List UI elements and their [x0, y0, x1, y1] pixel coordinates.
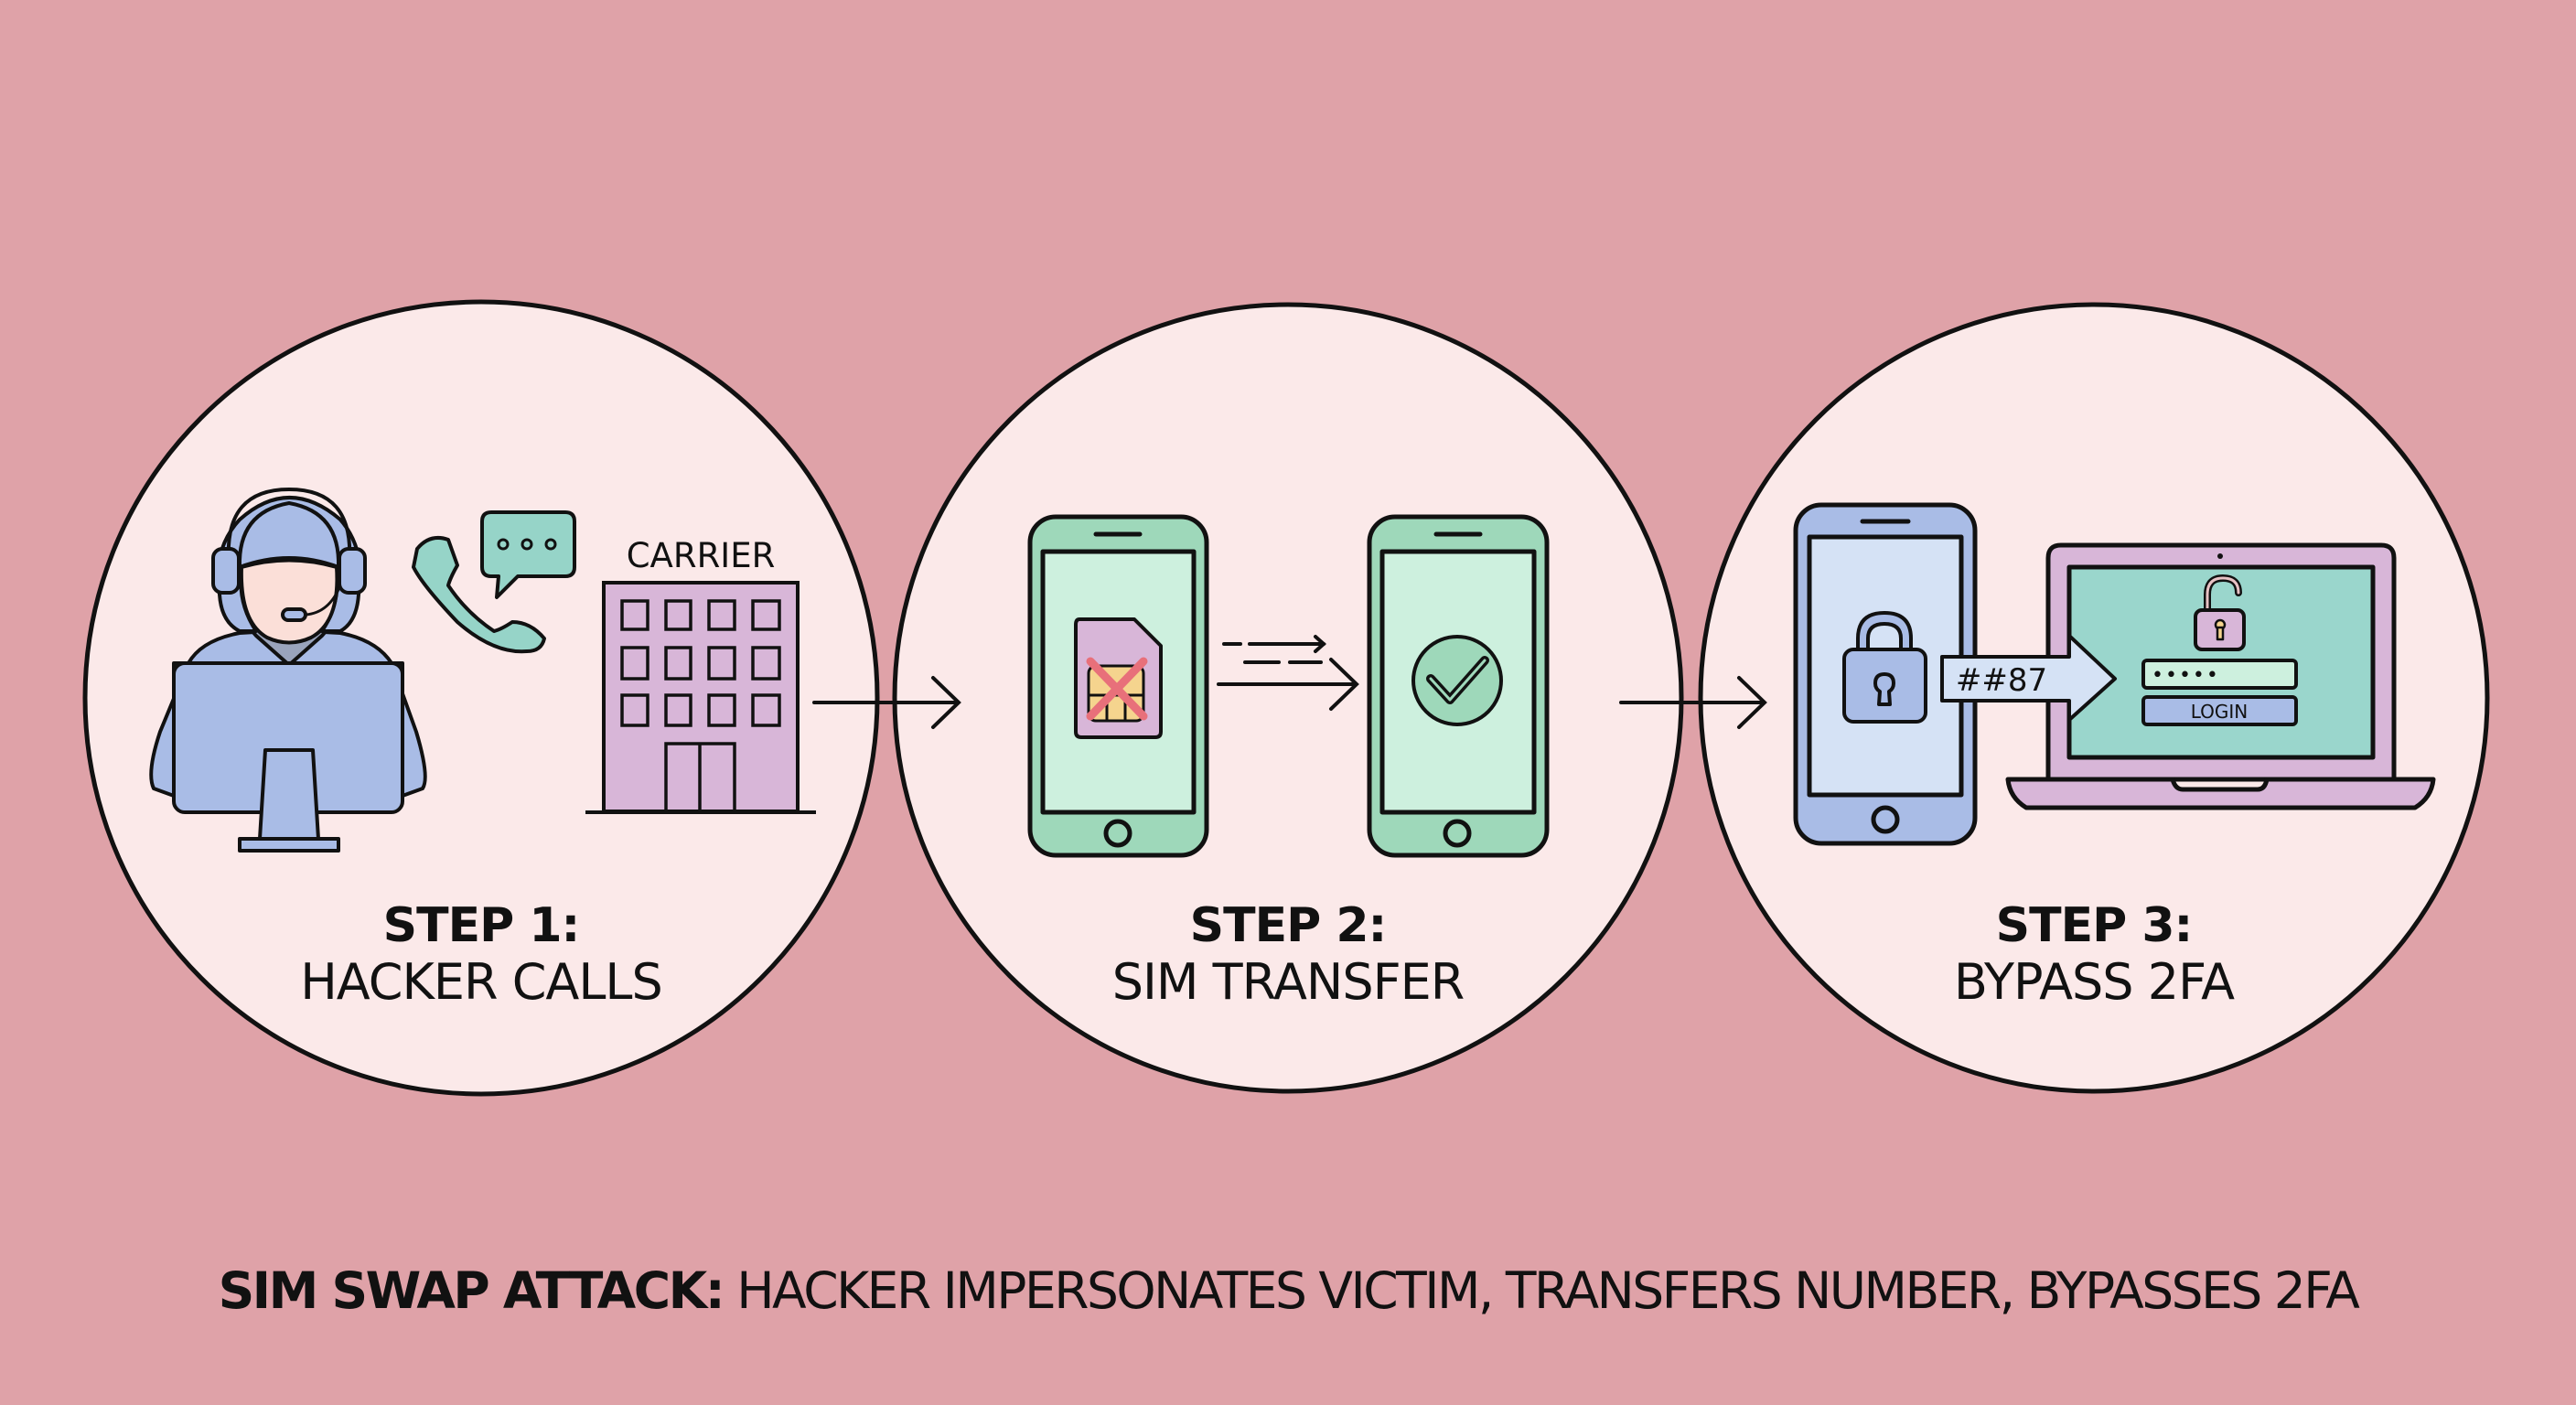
step-1-title: HACKER CALLS: [300, 953, 663, 1011]
step-2-label: STEP 2: SIM TRANSFER: [968, 898, 1608, 1012]
carrier-label: CARRIER: [627, 536, 776, 575]
unlocked-padlock-icon: [2194, 574, 2246, 651]
password-field: [2141, 659, 2298, 690]
step-3-title: BYPASS 2FA: [1953, 953, 2235, 1011]
arrow-step1-to-step2-icon: [812, 676, 961, 729]
hacker-headset-icon: [149, 488, 427, 853]
speech-bubble-icon: [480, 510, 576, 599]
phone-with-check-icon: [1367, 514, 1550, 858]
step-2-circle: [892, 302, 1684, 1094]
caption-heading: SIM SWAP ATTACK:: [218, 1261, 725, 1320]
phone-call-icon: [412, 536, 546, 654]
phone-with-cancelled-sim-icon: [1027, 514, 1209, 858]
password-mask: •••••: [2152, 664, 2220, 687]
step-1-number: STEP 1:: [382, 898, 581, 953]
carrier-building-icon: [585, 581, 816, 814]
diagram-caption: SIM SWAP ATTACK: HACKER IMPERSONATES VIC…: [0, 1260, 2576, 1321]
code-arrow-icon: [1940, 634, 2117, 722]
arrow-step2-to-step3-icon: [1619, 676, 1767, 729]
step-3-label: STEP 3: BYPASS 2FA: [1774, 898, 2414, 1012]
caption-text: HACKER IMPERSONATES VICTIM, TRANSFERS NU…: [723, 1261, 2360, 1320]
step-1-label: STEP 1: HACKER CALLS: [161, 898, 801, 1012]
step-3-number: STEP 3:: [1995, 898, 2194, 953]
otp-code-text: ##87: [1956, 662, 2047, 699]
login-button-label: LOGIN: [2191, 701, 2249, 723]
step-2-title: SIM TRANSFER: [1111, 953, 1465, 1011]
transfer-arrows-icon: [1217, 635, 1359, 711]
login-button: [2141, 695, 2298, 726]
step-2-number: STEP 2:: [1189, 898, 1388, 953]
